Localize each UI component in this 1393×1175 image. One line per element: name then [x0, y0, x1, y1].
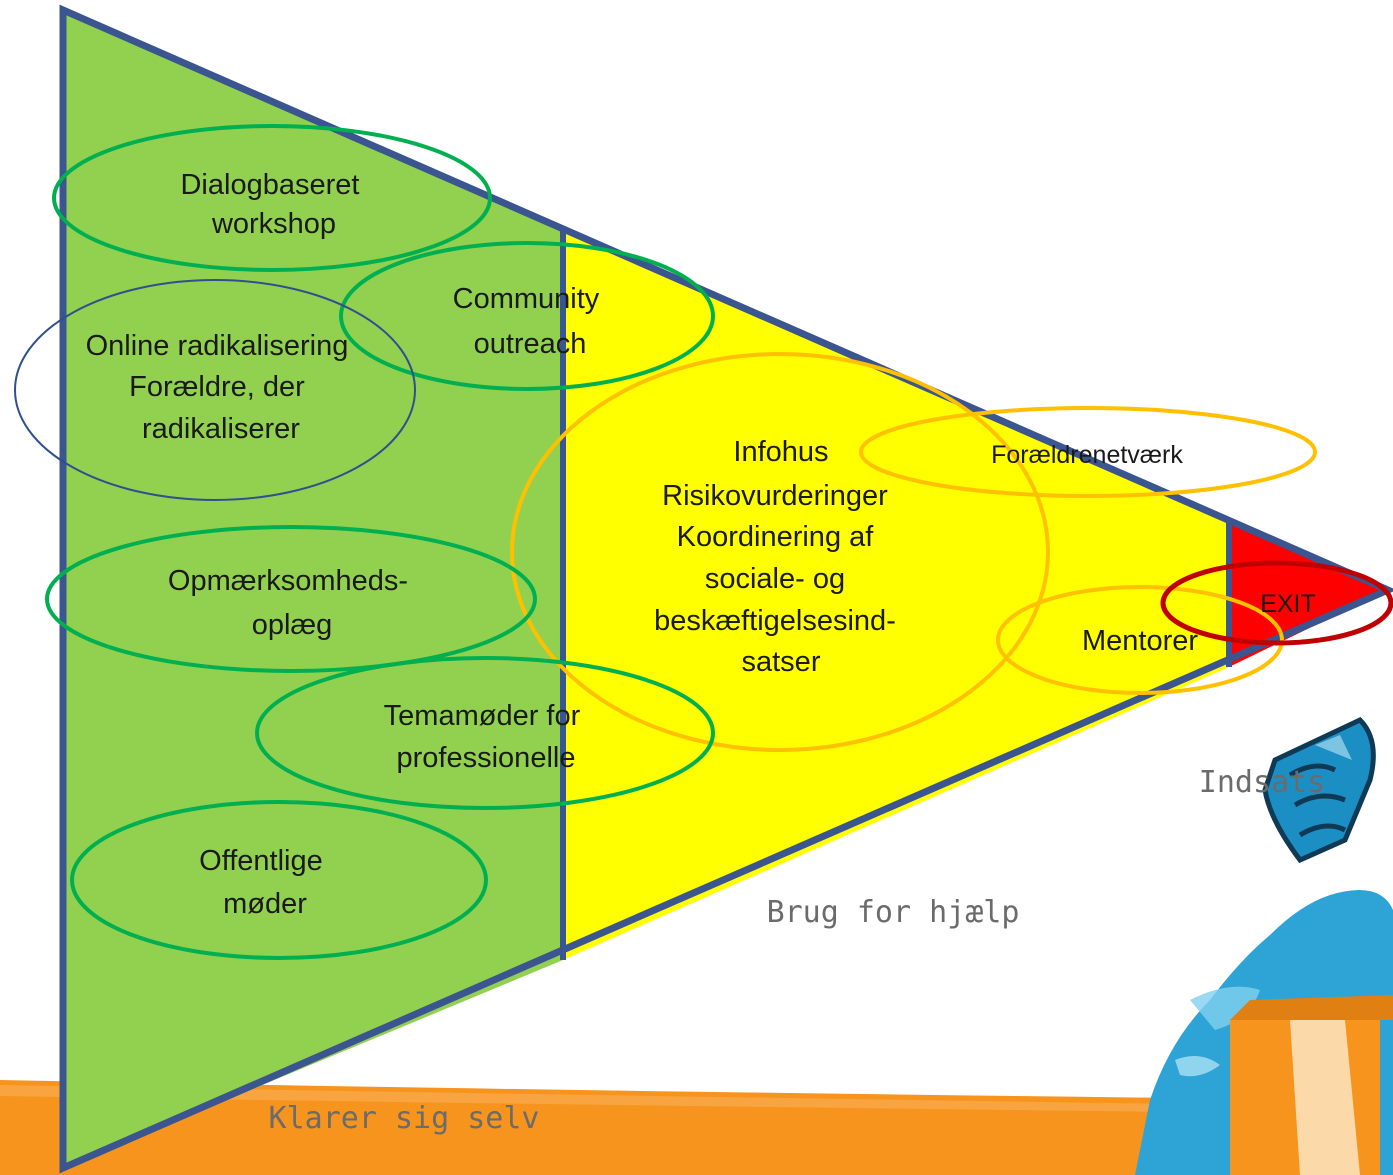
- green-zone: [63, 10, 563, 1168]
- infohus-label: Infohus Risikovurderinger Koordinering a…: [654, 436, 904, 678]
- red-zone: [1229, 519, 1388, 667]
- online-label: Online radikalisering Forældre, der radi…: [86, 330, 357, 445]
- bubble-public: [70, 800, 488, 960]
- bubble-community: [339, 241, 715, 391]
- community-line-1: Community: [453, 283, 600, 315]
- public-line-2: møder: [223, 888, 307, 920]
- parents-network-label: Forældrenetværk: [991, 441, 1183, 469]
- orange-band-highlight: [0, 1085, 1180, 1112]
- zone-help-label: Brug for hjælp: [767, 895, 1020, 930]
- awareness-line-1: Opmærksomheds-: [168, 565, 408, 597]
- infohus-line-3: Koordinering af: [677, 521, 875, 553]
- bubble-mentors: [996, 585, 1284, 695]
- community-line-2: outreach: [474, 328, 587, 360]
- awareness-label: Opmærksomheds- oplæg: [168, 565, 416, 641]
- awareness-line-2: oplæg: [252, 609, 333, 641]
- infohus-line-5: beskæftigelsesind-: [654, 605, 896, 637]
- fist-logo: [1135, 716, 1393, 1175]
- infohus-line-1: Infohus: [733, 436, 828, 468]
- workshop-line-2: workshop: [211, 208, 336, 240]
- public-line-1: Offentlige: [199, 845, 323, 877]
- online-line-2: Forældre, der: [129, 371, 305, 403]
- online-line-1: Online radikalisering: [86, 330, 349, 362]
- infohus-line-2: Risikovurderinger: [662, 480, 888, 512]
- zone-self-label: Klarer sig selv: [269, 1101, 540, 1136]
- mentors-label: Mentorer: [1082, 625, 1198, 657]
- bubble-infohus: [510, 352, 1050, 752]
- bubble-parents-network: [859, 406, 1317, 498]
- bubble-exit: [1160, 560, 1393, 646]
- workshop-line-1: Dialogbaseret: [180, 169, 359, 201]
- themes-line-1: Temamøder for: [384, 700, 581, 732]
- online-line-3: radikaliserer: [142, 413, 300, 445]
- infohus-line-4: sociale- og: [705, 563, 845, 595]
- community-label: Community outreach: [453, 283, 608, 360]
- bubble-workshop: [52, 124, 492, 272]
- workshop-label: Dialogbaseret workshop: [180, 169, 367, 240]
- zone-action-label: Indsats: [1199, 765, 1325, 800]
- public-label: Offentlige møder: [199, 845, 331, 920]
- bubble-awareness: [45, 525, 537, 673]
- themes-label: Temamøder for professionelle: [384, 700, 589, 774]
- exit-label: EXIT: [1260, 590, 1316, 618]
- bubble-themes: [255, 656, 715, 810]
- infohus-line-6: satser: [742, 646, 821, 678]
- triangle-outline: [59, 4, 1393, 1174]
- themes-line-2: professionelle: [397, 742, 576, 774]
- yellow-zone: [563, 228, 1229, 960]
- bubble-online: [14, 279, 416, 501]
